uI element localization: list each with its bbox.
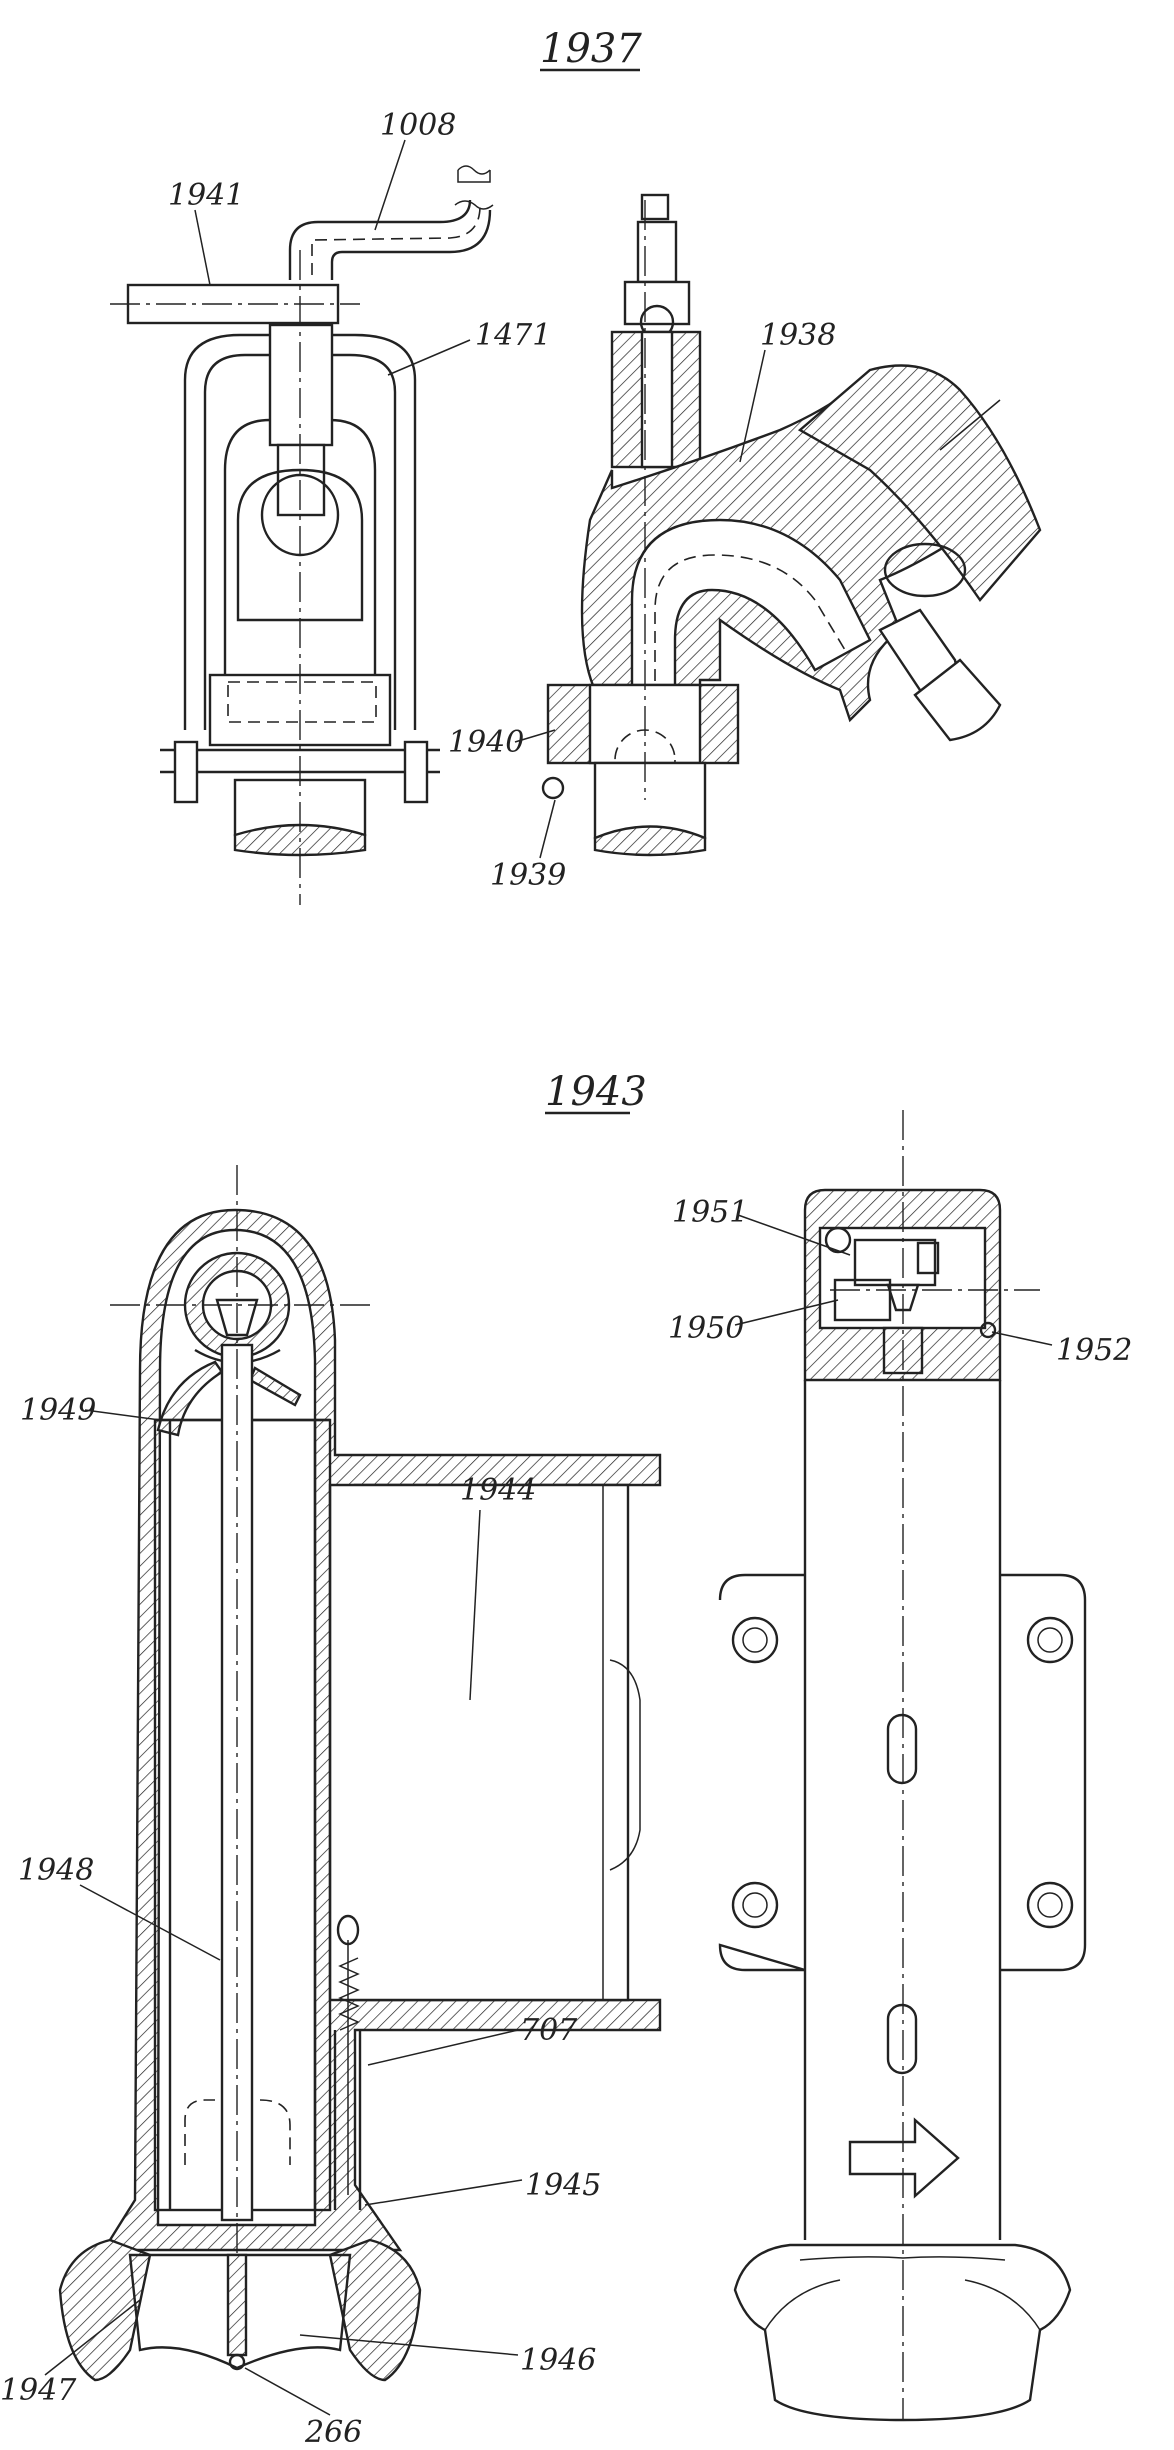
hanger-front-view bbox=[110, 165, 494, 905]
slot bbox=[886, 2003, 918, 2075]
tee-body-1938 bbox=[541, 193, 1042, 857]
figure-1943: 1943 bbox=[0, 1069, 1132, 2450]
label-1938: 1938 bbox=[760, 318, 836, 353]
label-707: 707 bbox=[520, 2013, 578, 2048]
bolt-hole bbox=[731, 1616, 779, 1664]
figure-title-1937: 1937 bbox=[540, 26, 642, 72]
branch-1944 bbox=[328, 1483, 630, 2002]
column-section-view bbox=[58, 1165, 662, 2382]
label-1940: 1940 bbox=[448, 725, 524, 760]
base-foot bbox=[733, 2243, 1072, 2422]
label-1944: 1944 bbox=[460, 1473, 536, 1508]
spring-707 bbox=[338, 1957, 360, 2031]
label-1939: 1939 bbox=[490, 858, 566, 893]
label-1471: 1471 bbox=[475, 318, 551, 353]
label-1947: 1947 bbox=[0, 2373, 77, 2408]
flow-arrow-icon bbox=[848, 2117, 960, 2199]
figure-1937: 1937 bbox=[110, 26, 1042, 905]
figure-title-1943: 1943 bbox=[545, 1069, 647, 1115]
label-1008: 1008 bbox=[380, 108, 456, 143]
flange-plate bbox=[718, 1573, 1087, 1972]
label-1945: 1945 bbox=[525, 2168, 601, 2203]
label-1952: 1952 bbox=[1056, 1333, 1132, 1368]
rod bbox=[268, 323, 334, 447]
label-1946: 1946 bbox=[520, 2343, 596, 2378]
bolt-hole bbox=[1026, 1881, 1074, 1929]
label-1950: 1950 bbox=[668, 1311, 744, 1346]
label-266: 266 bbox=[304, 2415, 362, 2450]
bolt-hole bbox=[731, 1881, 779, 1929]
label-1949: 1949 bbox=[20, 1393, 96, 1428]
pipe-1008 bbox=[288, 199, 472, 280]
column-body bbox=[803, 1380, 1002, 2240]
label-1951: 1951 bbox=[672, 1195, 748, 1230]
label-1948: 1948 bbox=[18, 1853, 94, 1888]
slot bbox=[886, 1713, 918, 1785]
clip-1939 bbox=[541, 776, 565, 800]
bolt-hole bbox=[1026, 1616, 1074, 1664]
column-exterior-view bbox=[718, 1110, 1087, 2422]
label-1941: 1941 bbox=[168, 178, 244, 213]
